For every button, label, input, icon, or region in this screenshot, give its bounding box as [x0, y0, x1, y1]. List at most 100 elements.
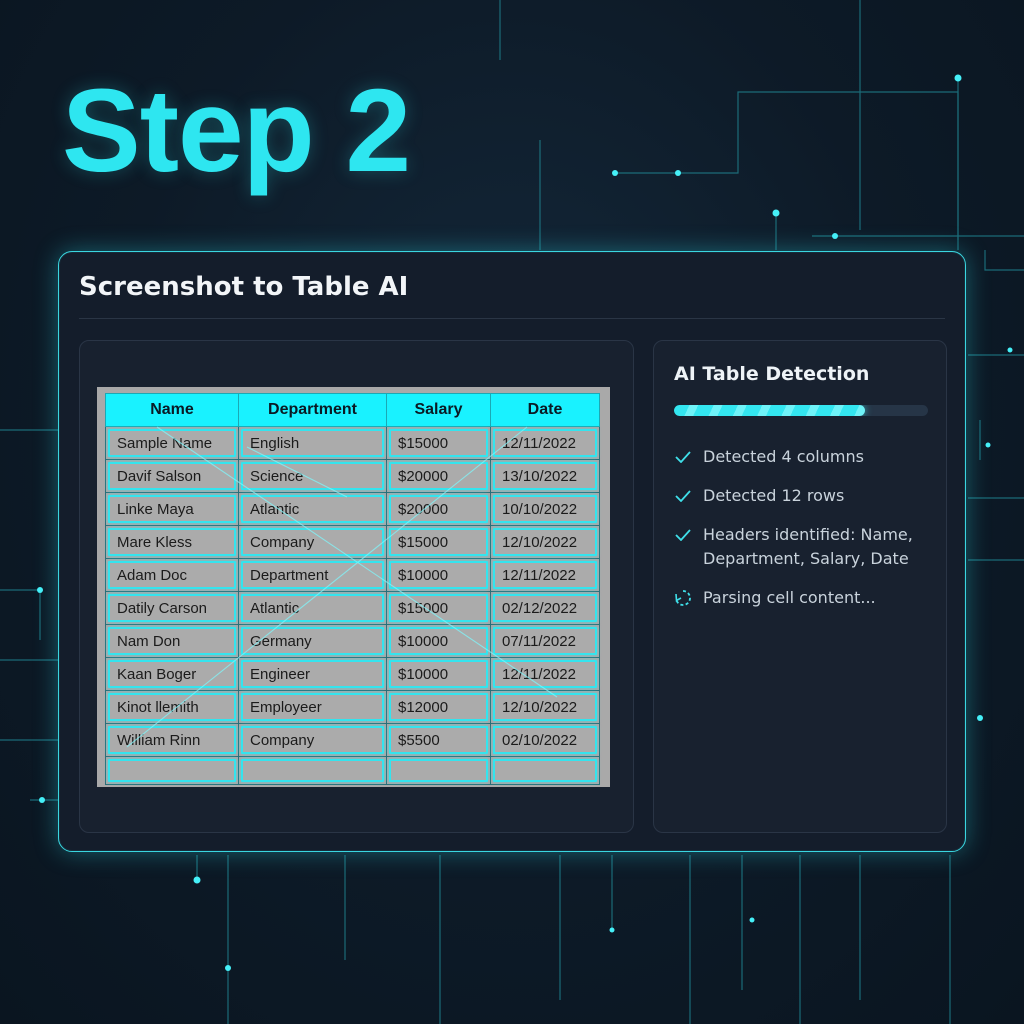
detected-cell-box: Adam Doc: [108, 561, 236, 589]
table-cell: Atlantic: [238, 591, 387, 625]
detected-cell-box: 02/12/2022: [493, 594, 597, 622]
header-salary: Salary: [386, 393, 491, 427]
status-text: Detected 12 rows: [703, 486, 845, 505]
detected-cell-box: Atlantic: [241, 594, 384, 622]
detected-cell-box: Davif Salson: [108, 462, 236, 490]
table-row-empty: [105, 756, 600, 785]
table-cell: Linke Maya: [105, 492, 239, 526]
detected-cell-box: Department: [241, 561, 384, 589]
detection-status-list: Detected 4 columns Detected 12 rows Head…: [674, 445, 934, 625]
detected-cell-box: $15000: [389, 594, 488, 622]
detected-cell-box: Employeer: [241, 693, 384, 721]
detected-cell-box: Kinot llemith: [108, 693, 236, 721]
detected-cell-box: 12/10/2022: [493, 528, 597, 556]
detection-title: AI Table Detection: [674, 363, 870, 385]
step-title: Step 2: [62, 65, 411, 197]
detected-cell-box: [389, 759, 488, 782]
table-cell: $5500: [386, 723, 491, 757]
detected-cell-box: [108, 759, 236, 782]
header-date: Date: [490, 393, 600, 427]
detected-cell-box: $15000: [389, 429, 488, 457]
detected-cell-box: $20000: [389, 495, 488, 523]
detected-cell-box: 13/10/2022: [493, 462, 597, 490]
check-icon: [674, 484, 692, 508]
detected-cell-box: Nam Don: [108, 627, 236, 655]
detected-cell-box: 07/11/2022: [493, 627, 597, 655]
detection-panel: AI Table Detection Detected 4 columns De…: [653, 340, 947, 833]
detected-cell-box: Germany: [241, 627, 384, 655]
app-window: Screenshot to Table AI Name Department S…: [58, 251, 966, 852]
check-icon: [674, 445, 692, 469]
table-cell: 02/12/2022: [490, 591, 600, 625]
table-cell: [386, 756, 491, 785]
table-cell: 12/11/2022: [490, 558, 600, 592]
table-cell: Company: [238, 525, 387, 559]
detected-cell-box: English: [241, 429, 384, 457]
progress-fill: [674, 405, 865, 416]
detected-cell-box: Sample Name: [108, 429, 236, 457]
table-cell: William Rinn: [105, 723, 239, 757]
table-cell: [238, 756, 387, 785]
table-cell: Engineer: [238, 657, 387, 691]
table-cell: 13/10/2022: [490, 459, 600, 493]
detected-cell-box: 12/11/2022: [493, 660, 597, 688]
detected-cell-box: 12/11/2022: [493, 561, 597, 589]
detected-cell-box: $20000: [389, 462, 488, 490]
status-item: Parsing cell content...: [674, 586, 934, 610]
detected-cell-box: $15000: [389, 528, 488, 556]
detected-cell-box: Science: [241, 462, 384, 490]
table-cell: 07/11/2022: [490, 624, 600, 658]
detected-cell-box: Datily Carson: [108, 594, 236, 622]
detected-cell-box: $10000: [389, 627, 488, 655]
check-icon: [674, 523, 692, 547]
table-cell: Davif Salson: [105, 459, 239, 493]
table-cell: 12/11/2022: [490, 657, 600, 691]
detected-cell-box: $10000: [389, 561, 488, 589]
detected-cell-box: Company: [241, 528, 384, 556]
detected-cell-box: 12/10/2022: [493, 693, 597, 721]
table-cell: $20000: [386, 492, 491, 526]
table-cell: $15000: [386, 525, 491, 559]
table-cell: Datily Carson: [105, 591, 239, 625]
detected-cell-box: William Rinn: [108, 726, 236, 754]
detection-progress-bar: [674, 405, 928, 416]
table-cell: Department: [238, 558, 387, 592]
table-cell: Mare Kless: [105, 525, 239, 559]
status-text: Detected 4 columns: [703, 447, 864, 466]
table-cell: $10000: [386, 558, 491, 592]
detected-cell-box: Engineer: [241, 660, 384, 688]
table-cell: [490, 756, 600, 785]
detected-cell-box: 12/11/2022: [493, 429, 597, 457]
detected-cell-box: [493, 759, 597, 782]
status-text: Parsing cell content...: [703, 588, 876, 607]
table-header-row: Name Department Salary Date: [105, 393, 600, 427]
status-text: Headers identified: Name, Department, Sa…: [703, 525, 913, 568]
table-cell: 10/10/2022: [490, 492, 600, 526]
window-title: Screenshot to Table AI: [79, 272, 409, 302]
title-divider: [79, 318, 945, 319]
detected-cell-box: Linke Maya: [108, 495, 236, 523]
detected-cell-box: Atlantic: [241, 495, 384, 523]
table-cell: Science: [238, 459, 387, 493]
table-cell: 02/10/2022: [490, 723, 600, 757]
table-cell: Adam Doc: [105, 558, 239, 592]
table-cell: [105, 756, 239, 785]
table-cell: $20000: [386, 459, 491, 493]
table-cell: $15000: [386, 591, 491, 625]
table-cell: 12/10/2022: [490, 690, 600, 724]
status-item: Detected 4 columns: [674, 445, 934, 469]
detected-cell-box: $12000: [389, 693, 488, 721]
